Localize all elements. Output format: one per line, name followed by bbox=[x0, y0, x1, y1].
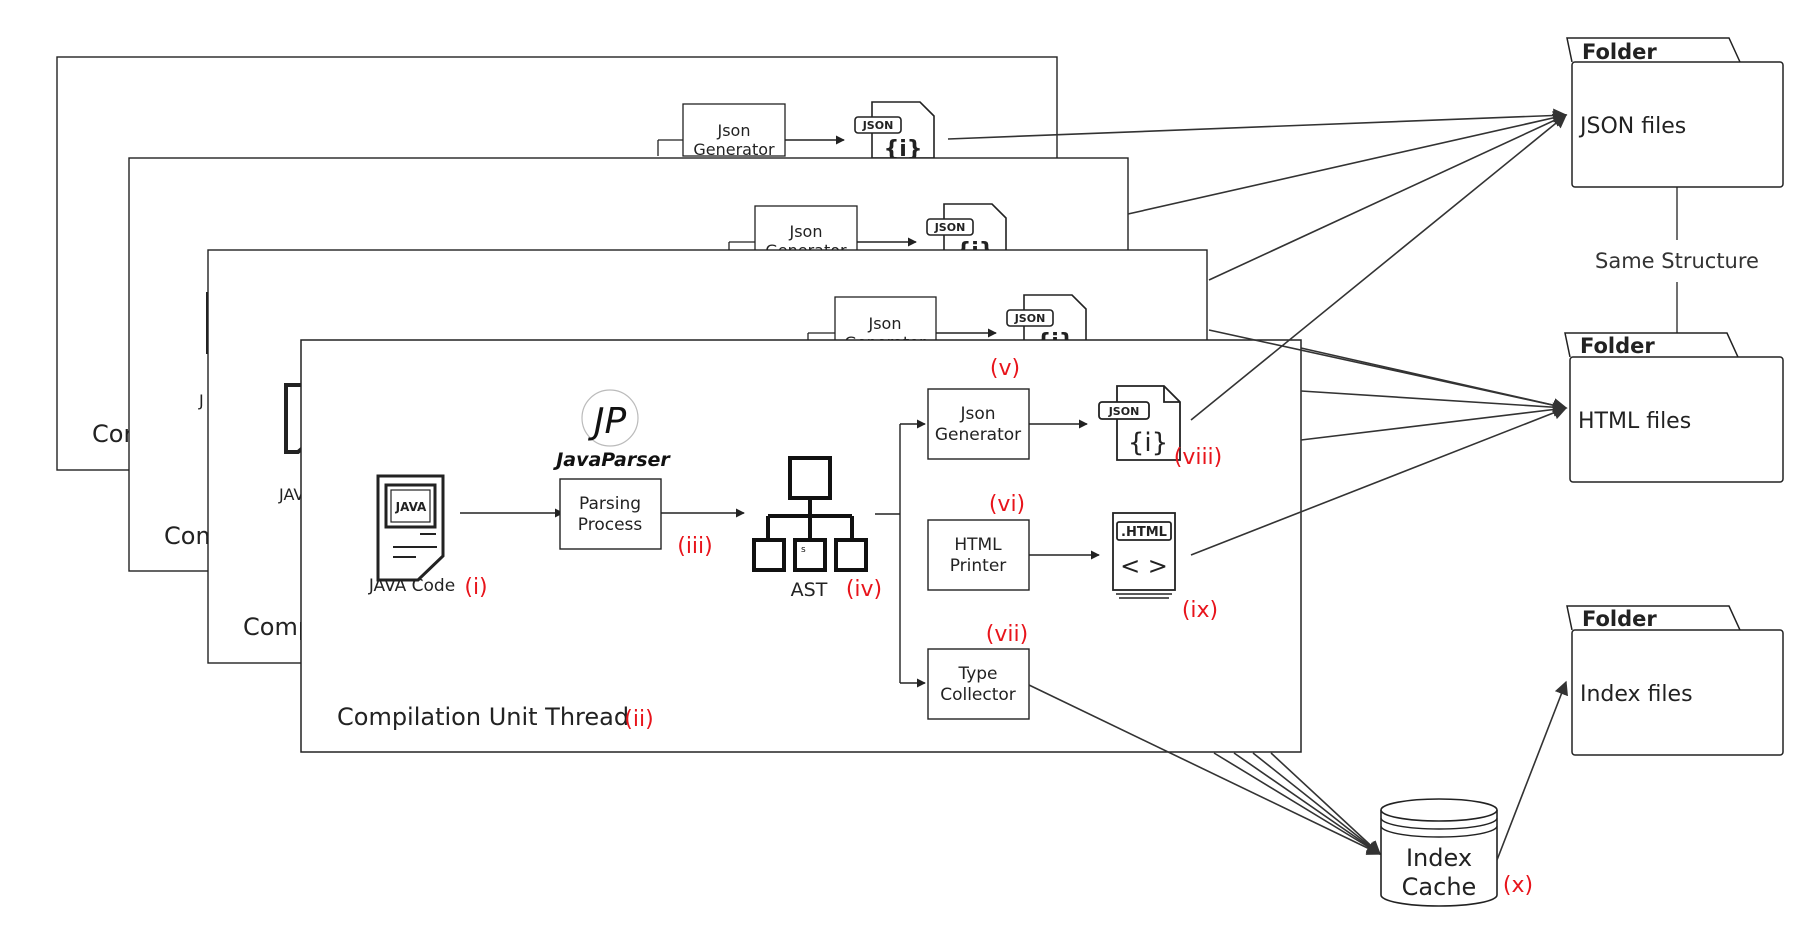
html-printer-box: HTML Printer bbox=[927, 519, 1030, 591]
javaparser-logo: JP JavaParser bbox=[552, 389, 671, 471]
folder-tab-label: Folder bbox=[1582, 40, 1657, 64]
svg-text:JP: JP bbox=[588, 401, 627, 442]
svg-text:{i}: {i} bbox=[1128, 428, 1168, 458]
compilation-unit-thread-panel: JAVA JAVA Code (i) JP JavaParser Parsing… bbox=[300, 339, 1302, 753]
folder-tab-label: Folder bbox=[1580, 334, 1655, 358]
marker-x: (x) bbox=[1503, 873, 1533, 898]
json-generator-box: Json Generator bbox=[927, 388, 1030, 460]
svg-text:s: s bbox=[801, 545, 806, 555]
marker-viii: (viii) bbox=[1174, 445, 1223, 470]
marker-i: (i) bbox=[464, 575, 487, 600]
svg-text:JSON: JSON bbox=[1108, 405, 1140, 418]
html-output-arrows bbox=[1190, 329, 1568, 556]
svg-text:JSON: JSON bbox=[862, 119, 894, 132]
html-file-icon: .HTML < > bbox=[1112, 512, 1176, 599]
svg-text:JAVA: JAVA bbox=[395, 500, 427, 514]
html-files-label: HTML files bbox=[1578, 409, 1691, 434]
svg-text:Printer: Printer bbox=[950, 556, 1007, 576]
svg-text:.HTML: .HTML bbox=[1121, 525, 1167, 540]
ast-tree-icon: s bbox=[752, 456, 868, 572]
parsing-process-box: Parsing Process bbox=[559, 478, 662, 550]
svg-text:Generator: Generator bbox=[935, 425, 1021, 445]
marker-iv: (iv) bbox=[846, 577, 882, 602]
svg-text:HTML: HTML bbox=[954, 535, 1002, 555]
index-files-arrow bbox=[1496, 680, 1568, 861]
marker-v: (v) bbox=[990, 356, 1020, 381]
svg-text:JavaParser: JavaParser bbox=[552, 449, 671, 471]
java-code-label: JAVA Code bbox=[368, 576, 455, 596]
marker-ix: (ix) bbox=[1182, 598, 1218, 623]
svg-text:Process: Process bbox=[578, 515, 643, 535]
folder-tab-label: Folder bbox=[1582, 607, 1657, 631]
svg-text:JSON: JSON bbox=[934, 221, 966, 234]
json-output-arrows bbox=[947, 108, 1568, 421]
type-collector-arrows bbox=[1028, 684, 1382, 855]
java-code-icon: JAVA bbox=[376, 474, 445, 582]
index-files-label: Index files bbox=[1580, 682, 1693, 707]
json-file-icon: JSON {i} bbox=[1098, 385, 1181, 461]
svg-text:JAV: JAV bbox=[278, 485, 304, 504]
html-files-folder: Folder HTML files bbox=[1564, 332, 1784, 483]
thread-label: Compilation Unit Thread bbox=[337, 703, 629, 731]
svg-text:Json: Json bbox=[868, 314, 902, 333]
index-files-folder: Folder Index files bbox=[1566, 605, 1784, 756]
index-cache-database: Index Cache bbox=[1380, 798, 1498, 907]
marker-ii: (ii) bbox=[624, 707, 653, 732]
json-file-icon: JSON {i} bbox=[1006, 294, 1087, 355]
svg-text:Parsing: Parsing bbox=[579, 494, 641, 514]
svg-text:Type: Type bbox=[957, 664, 997, 684]
type-collector-box: Type Collector bbox=[927, 648, 1030, 720]
svg-text:Json: Json bbox=[717, 121, 751, 140]
svg-text:JSON: JSON bbox=[1014, 312, 1046, 325]
marker-vi: (vi) bbox=[989, 492, 1025, 517]
svg-text:Cache: Cache bbox=[1402, 873, 1477, 901]
json-files-label: JSON files bbox=[1578, 114, 1686, 139]
same-structure-label: Same Structure bbox=[1595, 249, 1759, 273]
json-files-folder: Folder JSON files bbox=[1566, 37, 1784, 188]
marker-iii: (iii) bbox=[677, 534, 713, 559]
ast-label: AST bbox=[791, 579, 828, 601]
svg-text:Json: Json bbox=[789, 222, 823, 241]
svg-text:Collector: Collector bbox=[940, 685, 1016, 705]
svg-text:J: J bbox=[198, 391, 204, 410]
svg-text:Index: Index bbox=[1406, 844, 1472, 872]
svg-text:< >: < > bbox=[1120, 552, 1168, 580]
svg-text:Json: Json bbox=[959, 404, 995, 424]
marker-vii: (vii) bbox=[986, 622, 1028, 647]
svg-text:Generator: Generator bbox=[693, 140, 775, 159]
